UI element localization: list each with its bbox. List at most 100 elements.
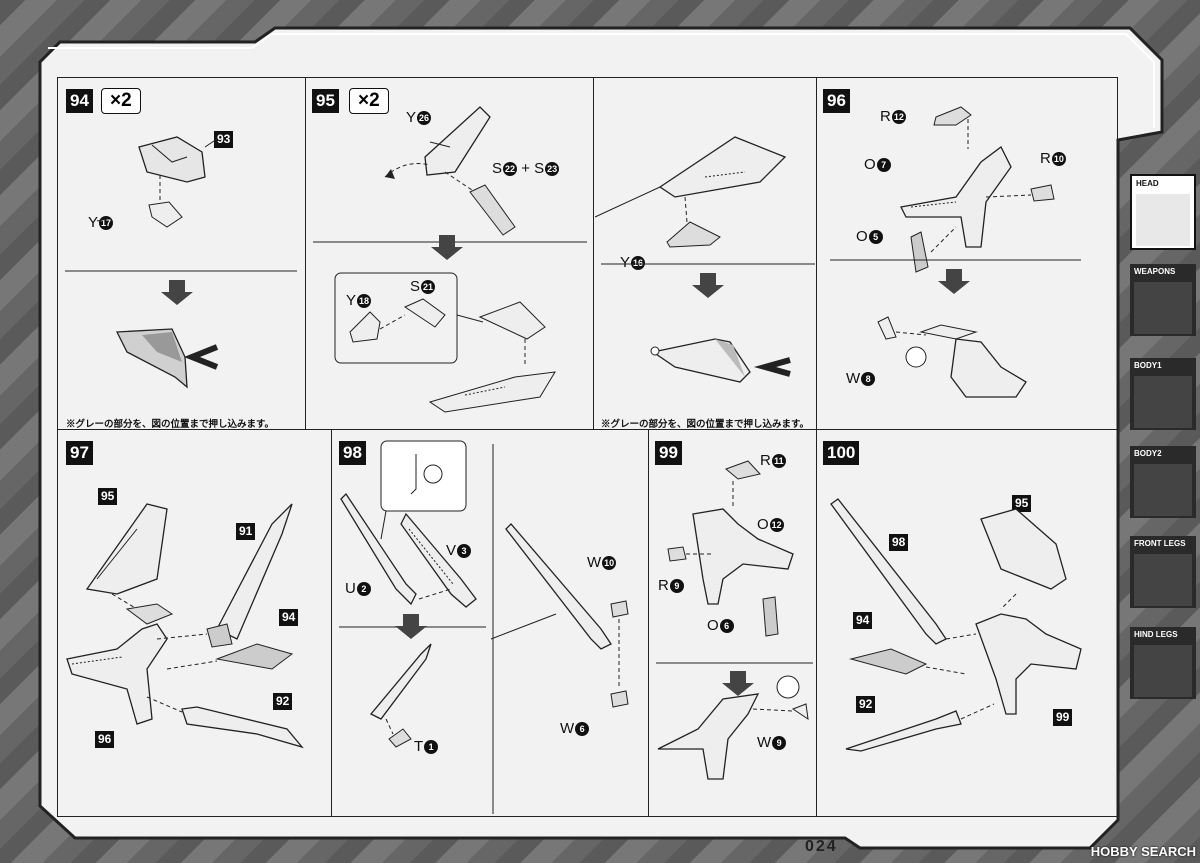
tab-hind-legs[interactable]: HIND LEGS <box>1130 627 1196 699</box>
part-letter: Y <box>406 109 417 126</box>
part-num: 10 <box>1051 152 1066 167</box>
plus-sign: + <box>521 160 530 177</box>
tab-front-legs[interactable]: FRONT LEGS <box>1130 536 1196 608</box>
part-num: 10 <box>602 556 617 571</box>
tab-weapons[interactable]: WEAPONS <box>1130 264 1196 336</box>
part-letter: V <box>446 542 457 559</box>
part-num: 21 <box>421 280 436 295</box>
tab-label: WEAPONS <box>1134 267 1176 276</box>
part-num: 8 <box>861 372 876 387</box>
part-letter: Y <box>346 292 357 309</box>
tab-thumbnail <box>1134 376 1192 428</box>
ref-98: 98 <box>889 534 909 551</box>
tab-label: FRONT LEGS <box>1134 539 1186 548</box>
part-letter: R <box>658 577 669 594</box>
part-num: 11 <box>771 454 786 469</box>
tab-label: BODY2 <box>1134 449 1162 458</box>
section-tabs: HEAD WEAPONS BODY1 BODY2 FRONT LEGS HIND… <box>1124 140 1200 740</box>
part-num: 1 <box>424 740 439 755</box>
part-letter: S <box>492 160 503 177</box>
step-100-panel <box>816 429 1118 817</box>
step-number-100: 100 <box>823 441 860 465</box>
part-num: 3 <box>457 544 472 559</box>
multiplier-95: ×2 <box>349 88 389 114</box>
part-letter: O <box>864 156 876 173</box>
part-num: 9 <box>772 736 787 751</box>
ref-96: 96 <box>95 731 115 748</box>
ref-92: 92 <box>856 696 876 713</box>
part-letter: S <box>534 160 545 177</box>
part-num: 5 <box>868 230 883 245</box>
tab-label: HIND LEGS <box>1134 630 1178 639</box>
tab-body2[interactable]: BODY2 <box>1130 446 1196 518</box>
part-letter: W <box>757 734 772 751</box>
tab-thumbnail <box>1134 554 1192 606</box>
ref-93: 93 <box>214 131 234 148</box>
ref-95: 95 <box>98 488 118 505</box>
part-num: 6 <box>719 619 734 634</box>
step-number-96: 96 <box>823 89 850 113</box>
tab-label: BODY1 <box>1134 361 1162 370</box>
note-95: ※グレーの部分を、図の位置まで押し込みます。 <box>601 419 810 430</box>
step-number-98: 98 <box>339 441 366 465</box>
part-num: 16 <box>631 256 646 271</box>
tab-label: HEAD <box>1136 179 1159 188</box>
step-number-97: 97 <box>66 441 93 465</box>
ref-95: 95 <box>1012 495 1032 512</box>
part-letter: W <box>587 554 602 571</box>
ref-91: 91 <box>236 523 256 540</box>
part-num: 9 <box>669 579 684 594</box>
watermark: HOBBY SEARCH <box>1090 844 1196 859</box>
step-100-drawing <box>830 498 1082 752</box>
page-number: 024 <box>805 838 838 855</box>
part-letter: R <box>1040 150 1051 167</box>
part-letter: O <box>707 617 719 634</box>
part-letter: Y <box>88 214 99 231</box>
tab-thumbnail <box>1134 282 1192 334</box>
part-letter: W <box>560 720 575 737</box>
part-num: 12 <box>769 518 784 533</box>
tab-thumbnail <box>1136 194 1190 246</box>
step-97-drawing <box>66 503 304 749</box>
tab-thumbnail <box>1134 464 1192 516</box>
step-99-drawing <box>656 460 813 780</box>
ref-94: 94 <box>853 612 873 629</box>
ref-99: 99 <box>1053 709 1073 726</box>
tab-head[interactable]: HEAD <box>1130 174 1196 250</box>
part-letter: O <box>856 228 868 245</box>
part-letter: T <box>414 738 424 755</box>
part-num: 6 <box>575 722 590 737</box>
part-num: 18 <box>357 294 372 309</box>
ref-92: 92 <box>273 693 293 710</box>
part-letter: W <box>846 370 861 387</box>
part-letter: S <box>410 278 421 295</box>
step-number-99: 99 <box>655 441 682 465</box>
part-num: 26 <box>417 111 432 126</box>
tab-body1[interactable]: BODY1 <box>1130 358 1196 430</box>
note-94: ※グレーの部分を、図の位置まで押し込みます。 <box>66 419 275 430</box>
part-letter: R <box>760 452 771 469</box>
tab-thumbnail <box>1134 645 1192 697</box>
part-num: 23 <box>545 162 560 177</box>
part-num: 7 <box>876 158 891 173</box>
part-letter: O <box>757 516 769 533</box>
step-95-drawing <box>313 106 815 413</box>
step-number-95: 95 <box>312 89 339 113</box>
ref-94: 94 <box>279 609 299 626</box>
part-num: 2 <box>356 582 371 597</box>
